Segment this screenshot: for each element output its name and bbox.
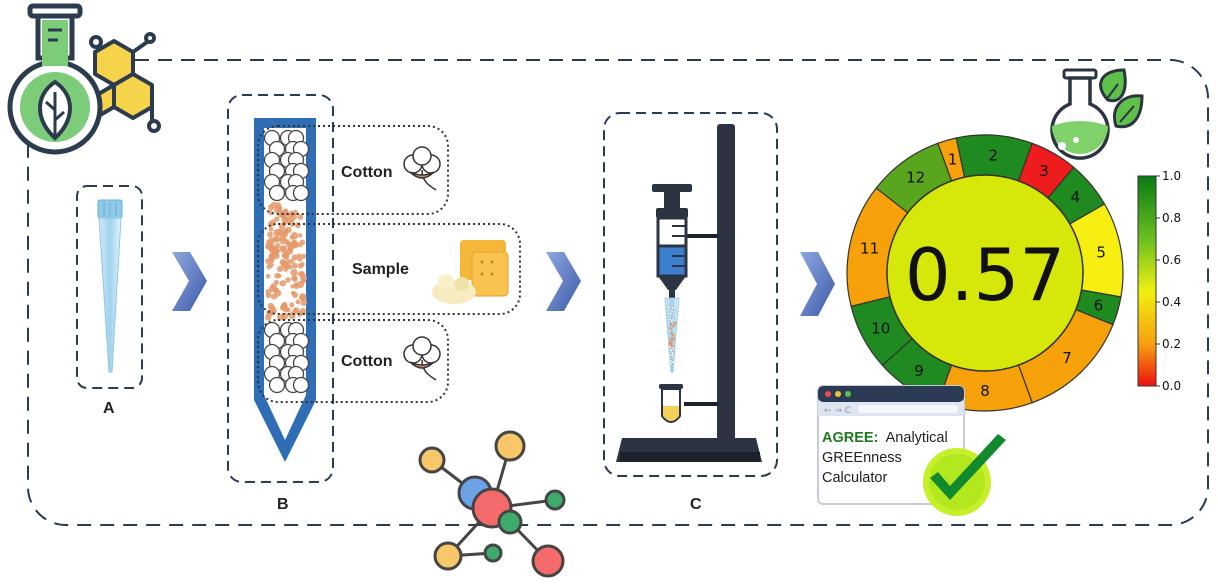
eco-flask-icon [1050,68,1144,160]
window-minimize-icon [835,391,841,397]
agree-segment-label: 5 [1096,244,1106,262]
colorbar-tick-label: 0.4 [1162,295,1181,309]
label-a: A [103,400,115,417]
label-b: B [277,496,289,513]
colorbar-tick-label: 0.8 [1162,211,1181,225]
packed-tip [254,118,316,462]
label-c: C [690,496,702,513]
calculator-title-rest: Analytical [886,430,948,446]
calculator-line3: Calculator [822,470,887,486]
cotton-layer-bottom [263,321,310,394]
agree-segment-label: 8 [980,382,990,400]
label-cotton-bottom: Cotton [341,353,393,370]
window-maximize-icon [845,391,851,397]
label-sample: Sample [352,261,409,278]
box-c [603,112,778,477]
agree-segment-label: 7 [1062,349,1072,367]
calculator-title-bold: AGREE: [822,430,878,446]
agree-segment-label: 2 [988,146,998,164]
chevron-right-icon [172,252,207,311]
nav-arrows-icon: ← → C [824,406,851,416]
cotton-layer-top [263,129,310,202]
chevron-right-icon [800,252,835,316]
agree-segment-label: 12 [906,169,925,187]
box-b [227,94,334,483]
colorbar-tick-label: 0.2 [1162,337,1181,351]
chevron-right-icon [546,252,581,311]
label-cotton-top: Cotton [341,164,393,181]
agree-score: 0.57 [905,233,1065,317]
cotton-boll-icon [403,146,441,191]
agree-segment-label: 6 [1094,297,1104,315]
agree-segment-label: 11 [860,239,879,257]
colorbar-tick-label: 0.6 [1162,253,1181,267]
agree-segment-label: 1 [948,151,958,169]
callout-cotton-bottom [257,319,449,403]
agree-segment-label: 4 [1071,188,1081,206]
cotton-boll-icon [403,336,441,381]
window-close-icon [825,391,831,397]
agree-segment-label: 10 [871,319,890,337]
agree-center [886,174,1084,372]
outer-dashed-frame [27,59,1209,526]
agree-segment-label: 3 [1039,162,1049,180]
pipette-tip-icon [97,199,123,373]
syringe-stand-icon [616,124,762,462]
sample-food-icon [432,240,509,304]
agree-segment-label: 9 [914,362,924,380]
colorbar-tick-label: 0.0 [1162,379,1181,393]
box-a [76,185,143,389]
callout-cotton-top [257,125,449,215]
calculator-line2: GREEnness [822,450,902,466]
colorbar-tick-label: 1.0 [1162,169,1181,183]
green-chemistry-flask-icon [7,3,161,155]
checkmark-icon [923,434,1006,516]
colorbar: 1.0 0.8 0.6 0.4 0.2 0.0 [1137,169,1181,393]
svg-text:AGREE: Analytical: AGREE: Analytical [822,430,948,446]
molecule-network-icon [418,430,566,578]
callout-sample [257,223,521,315]
